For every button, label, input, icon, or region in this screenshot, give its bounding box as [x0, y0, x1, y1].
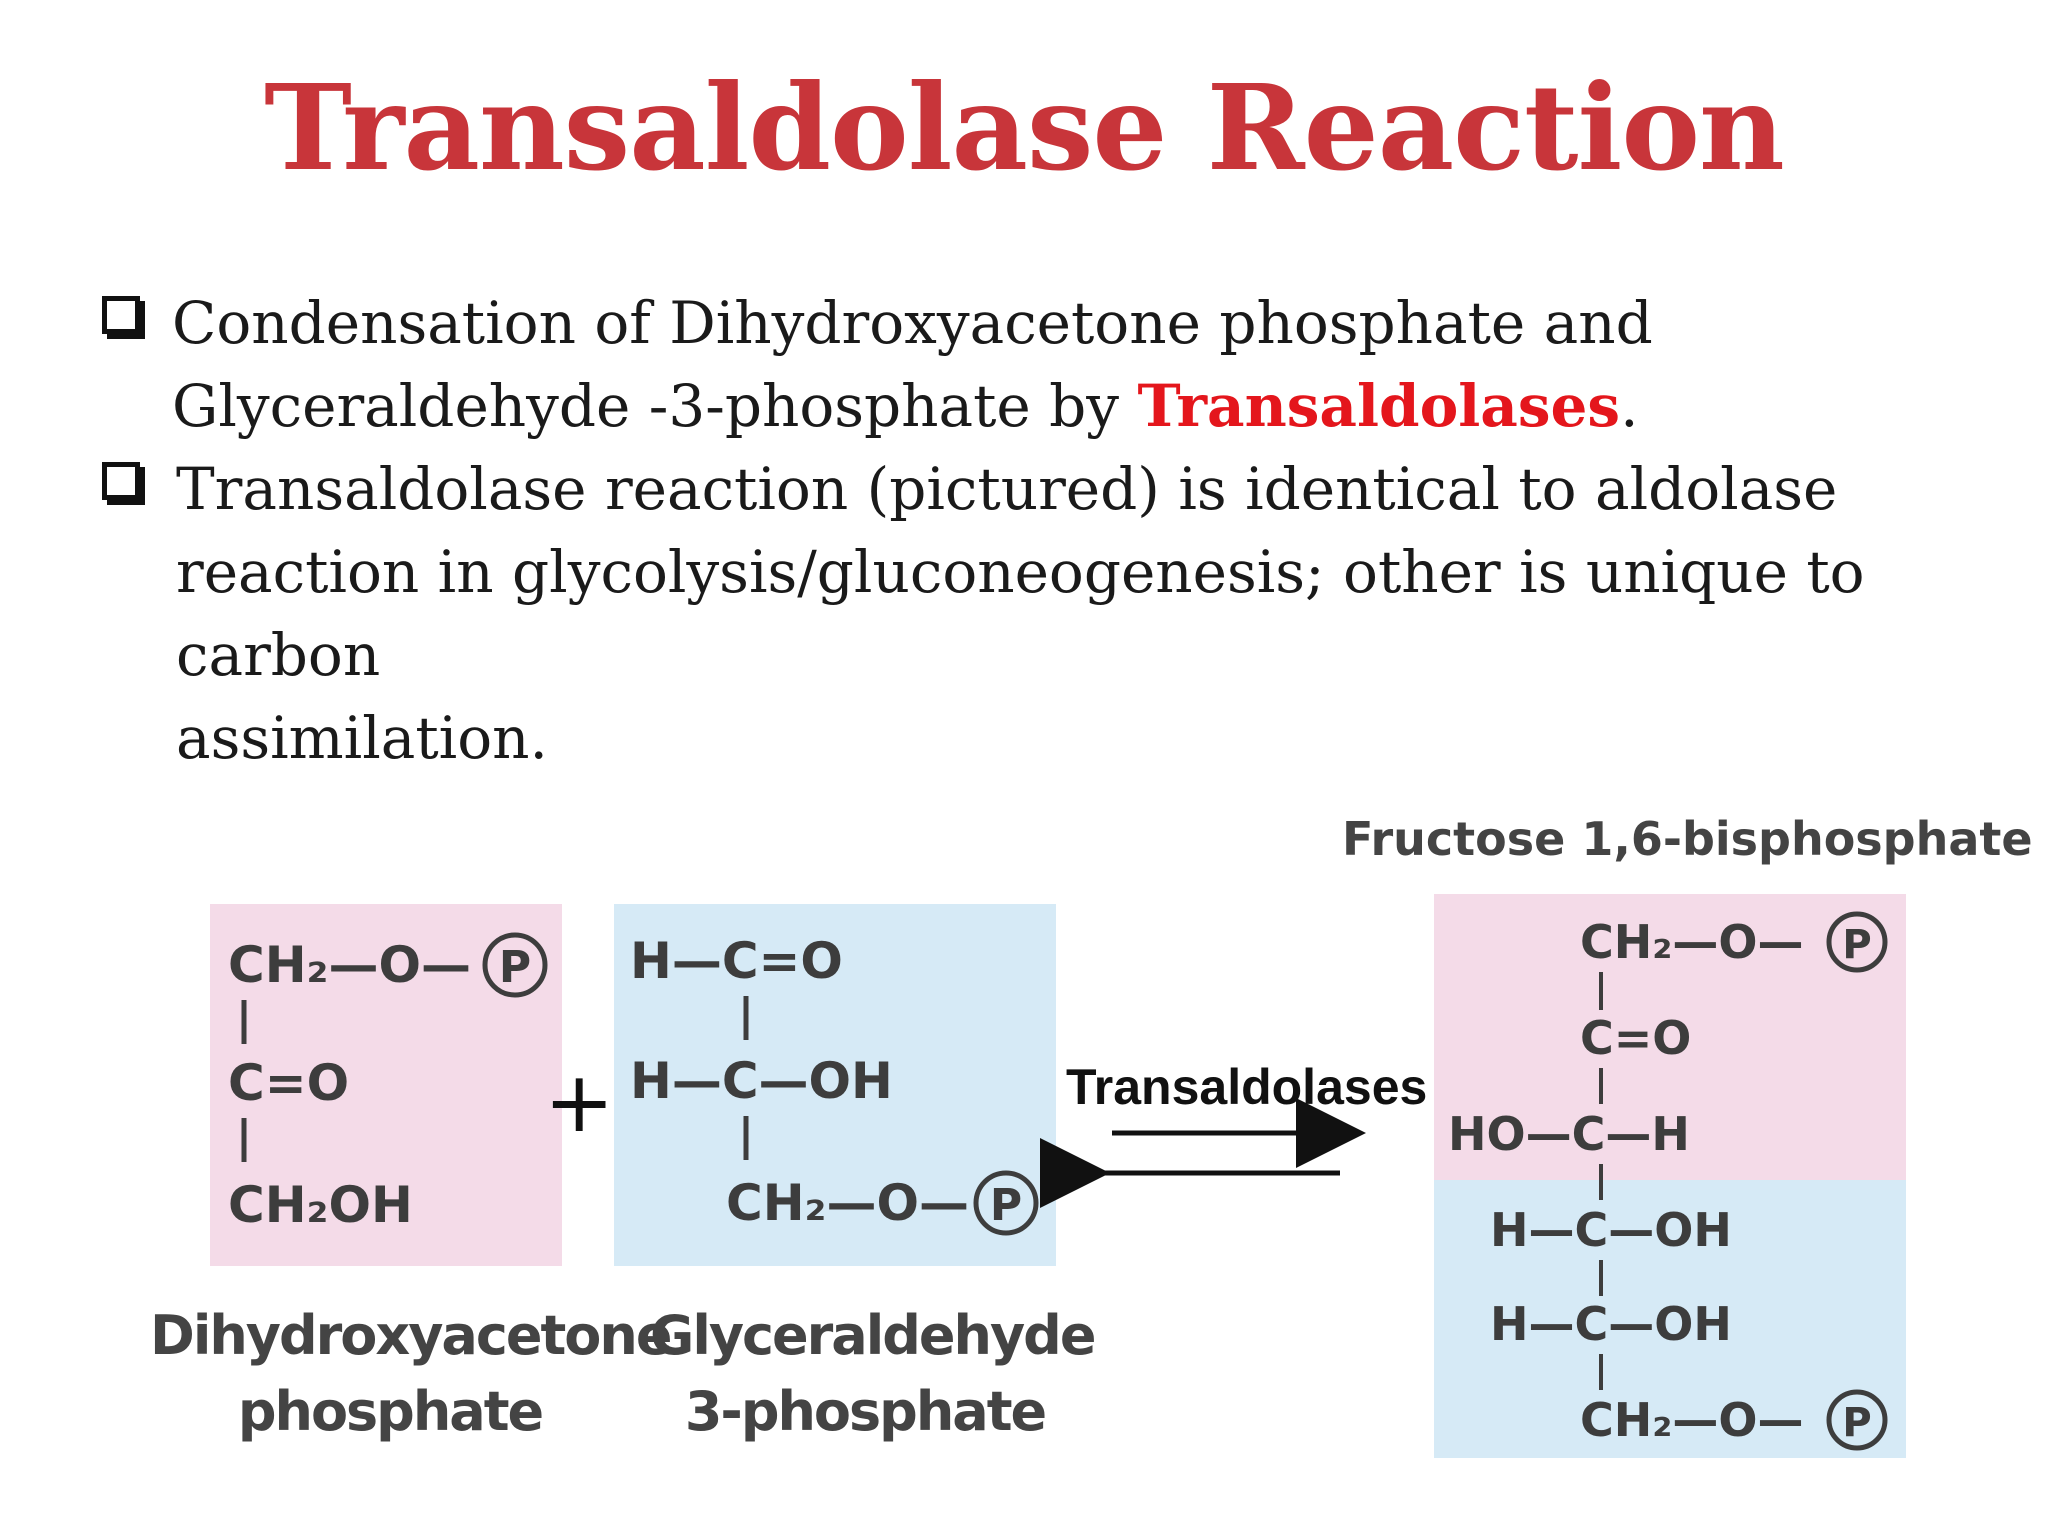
- svg-text:P: P: [1842, 1400, 1871, 1446]
- checkbox-bullet-icon: [102, 296, 140, 334]
- g3p-caption: Glyceraldehyde 3-phosphate: [650, 1298, 1096, 1450]
- g3p-formula-line: H—C—OH: [630, 1052, 893, 1110]
- bullet-text: Glyceraldehyde -3-phosphate by: [172, 372, 1138, 440]
- phosphate-icon: P: [1826, 1389, 1888, 1451]
- caption-line: Glyceraldehyde: [650, 1304, 1096, 1367]
- bullet-line: assimilation.: [176, 704, 548, 772]
- checkbox-bullet-icon: [102, 462, 140, 500]
- bullet-item-condensation: Condensation of Dihydroxyacetone phospha…: [96, 282, 2016, 448]
- fbp-formula-line: CH₂—O—: [1580, 915, 1804, 969]
- phosphate-icon: P: [973, 1170, 1039, 1236]
- dhap-formula-line: CH₂—O—: [228, 936, 471, 994]
- caption-line: 3-phosphate: [684, 1380, 1047, 1443]
- enzyme-highlight: Transaldolases: [1137, 372, 1621, 440]
- fbp-formula-line: H—C—OH: [1490, 1297, 1732, 1351]
- bullet-item-reaction: Transaldolase reaction (pictured) is ide…: [96, 448, 2016, 780]
- svg-text:P: P: [499, 942, 531, 993]
- g3p-formula-line: CH₂—O—: [726, 1174, 969, 1232]
- fbp-title: Fructose 1,6-bisphosphate: [1342, 812, 2033, 866]
- phosphate-icon: P: [1826, 911, 1888, 973]
- slide-title: Transaldolase Reaction: [264, 58, 1785, 197]
- bullet-line: reaction in glycolysis/gluconeogenesis; …: [176, 538, 1865, 689]
- enzyme-label: Transaldolases: [1066, 1059, 1428, 1115]
- bullet-line: Condensation of Dihydroxyacetone phospha…: [172, 289, 1653, 357]
- dhap-caption: Dihydroxyacetone phosphate: [150, 1298, 672, 1450]
- fbp-formula-line: C=O: [1580, 1011, 1691, 1065]
- dhap-formula-line: CH₂OH: [228, 1176, 413, 1234]
- svg-text:P: P: [1842, 922, 1871, 968]
- caption-line: phosphate: [237, 1380, 544, 1443]
- fbp-blue-region: [1434, 1180, 1906, 1458]
- g3p-box: [614, 904, 1056, 1266]
- caption-line: Dihydroxyacetone: [150, 1304, 672, 1367]
- bullet-text: .: [1620, 372, 1639, 440]
- svg-text:P: P: [990, 1180, 1022, 1231]
- fbp-formula-line: HO—C—H: [1448, 1107, 1690, 1161]
- dhap-box: [210, 904, 562, 1266]
- plus-sign: +: [544, 1053, 615, 1151]
- fbp-formula-line: H—C—OH: [1490, 1203, 1732, 1257]
- bullet-line: Glyceraldehyde -3-phosphate by Transaldo…: [172, 365, 2016, 448]
- phosphate-icon: P: [482, 932, 548, 998]
- dhap-formula-line: C=O: [228, 1054, 349, 1112]
- bullet-line: Transaldolase reaction (pictured) is ide…: [176, 455, 1838, 523]
- fbp-formula-line: CH₂—O—: [1580, 1393, 1804, 1447]
- g3p-formula-line: H—C=O: [630, 932, 843, 990]
- bullet-list: Condensation of Dihydroxyacetone phospha…: [96, 282, 2016, 780]
